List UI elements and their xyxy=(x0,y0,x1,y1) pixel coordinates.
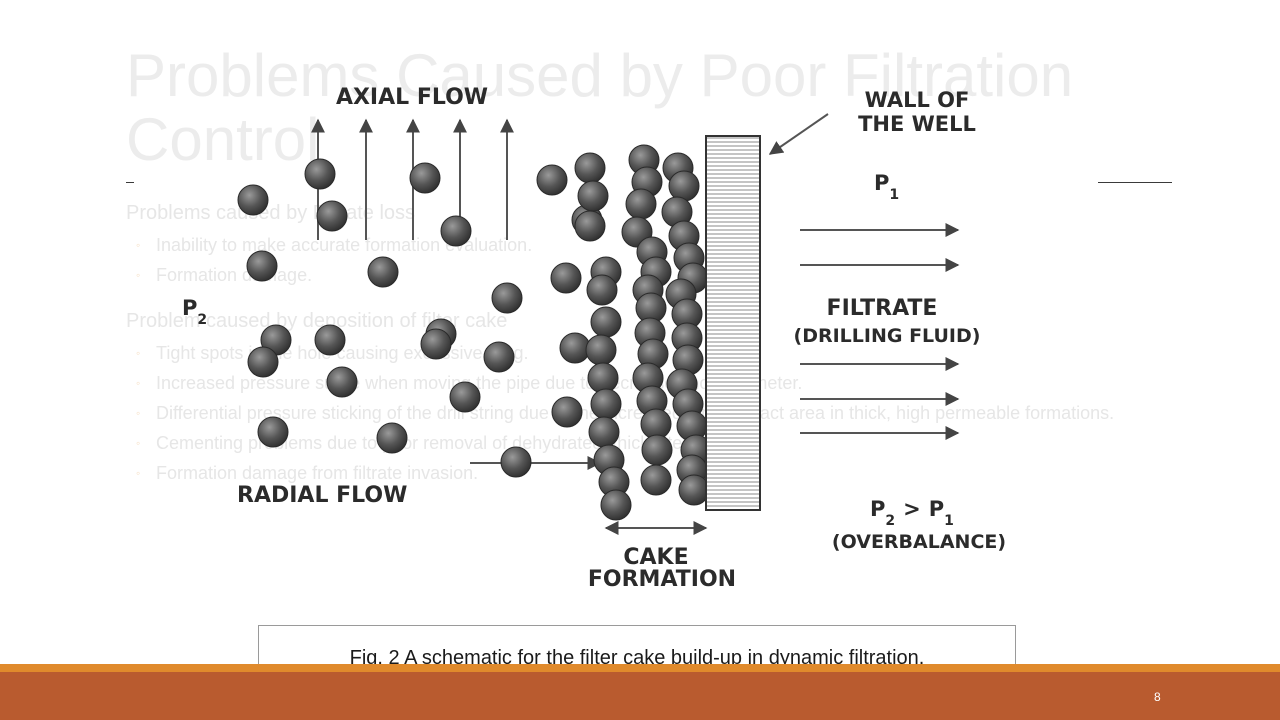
particle xyxy=(449,381,481,413)
particle xyxy=(500,446,532,478)
overbalance-label: (OVERBALANCE) xyxy=(832,531,1006,553)
title-rule-left xyxy=(126,182,134,183)
cake-label-line2: FORMATION xyxy=(588,567,736,592)
list-item-text: Formation damage from filtrate invasion. xyxy=(156,463,479,483)
particle xyxy=(257,416,289,448)
pressure-relation: P2>P1 xyxy=(870,497,954,529)
figure-caption: Fig. 2 A schematic for the filter cake b… xyxy=(349,647,925,669)
bullet-icon: ◦ xyxy=(136,376,141,390)
relation-greater-than: > xyxy=(903,497,921,521)
filtrate-label: FILTRATE xyxy=(827,296,938,321)
particle xyxy=(574,210,606,242)
bullet-icon: ◦ xyxy=(136,436,141,450)
particle xyxy=(326,366,358,398)
footer-accent-stripe xyxy=(0,664,1280,672)
particle xyxy=(588,416,620,448)
bullet-icon: ◦ xyxy=(136,238,141,252)
p1-subscript: 1 xyxy=(889,187,899,203)
particle xyxy=(577,180,609,212)
particle xyxy=(483,341,515,373)
list-item: ◦ Formation damage from filtrate invasion… xyxy=(126,460,1126,486)
particle xyxy=(640,464,672,496)
particle xyxy=(640,408,672,440)
p2-label: P2 xyxy=(182,296,207,328)
particle xyxy=(491,282,523,314)
particle xyxy=(376,422,408,454)
particle xyxy=(536,164,568,196)
page-number: 8 xyxy=(1154,690,1161,704)
particle xyxy=(625,188,657,220)
p1-letter: P xyxy=(874,171,889,195)
drilling-fluid-label: (DRILLING FLUID) xyxy=(794,325,981,347)
p2-subscript: 2 xyxy=(197,312,207,328)
list-item: ◦ Inability to make accurate formation ev… xyxy=(126,232,1126,258)
particle xyxy=(559,332,591,364)
particle xyxy=(237,184,269,216)
list-item-text: Inability to make accurate formation eva… xyxy=(156,235,533,255)
bullet-icon: ◦ xyxy=(136,406,141,420)
slide-title: Problems Caused by Poor Filtration Contr… xyxy=(126,42,1074,173)
particle xyxy=(587,362,619,394)
particles xyxy=(237,144,712,521)
wall-pointer-arrow xyxy=(768,113,829,155)
section-heading: Problem caused by deposition of filter c… xyxy=(126,310,508,332)
particle xyxy=(586,274,618,306)
title-rule-right xyxy=(1098,182,1172,183)
list-item-text: Differential pressure sticking of the dr… xyxy=(156,403,1115,423)
wall-label-line1: WALL OF xyxy=(865,88,970,112)
bullet-icon: ◦ xyxy=(136,268,141,282)
well-wall xyxy=(705,135,761,511)
particle xyxy=(367,256,399,288)
bullet-icon: ◦ xyxy=(136,346,141,360)
particle xyxy=(551,396,583,428)
particle xyxy=(440,215,472,247)
p1-label: P1 xyxy=(874,171,899,203)
particle xyxy=(600,489,632,521)
p2-letter: P xyxy=(182,296,197,320)
particle xyxy=(246,250,278,282)
particle xyxy=(678,474,710,506)
relation-p1-letter: P xyxy=(929,497,944,521)
particle xyxy=(409,162,441,194)
relation-p2-letter: P xyxy=(870,497,885,521)
slide-body: Problems caused by Filtrate loss ◦Inabil… xyxy=(126,198,1126,504)
list-item: ◦ Differential pressure sticking of the d… xyxy=(126,400,1126,426)
bullet-icon: ◦ xyxy=(136,466,141,480)
wall-label-line2: THE WELL xyxy=(858,112,976,136)
particle xyxy=(314,324,346,356)
particle xyxy=(420,328,452,360)
particle xyxy=(590,388,622,420)
footer-band xyxy=(0,672,1280,720)
particle xyxy=(668,170,700,202)
particle xyxy=(550,262,582,294)
particle xyxy=(574,152,606,184)
cake-label-line1: CAKE xyxy=(623,545,688,570)
particle xyxy=(641,434,673,466)
filtrate-arrows xyxy=(800,223,960,440)
particle xyxy=(316,200,348,232)
relation-p1-subscript: 1 xyxy=(944,513,954,529)
particle xyxy=(585,334,617,366)
particle xyxy=(247,346,279,378)
relation-p2-subscript: 2 xyxy=(885,513,895,529)
particle xyxy=(304,158,336,190)
particle xyxy=(590,306,622,338)
radial-flow-label: RADIAL FLOW xyxy=(237,483,407,508)
axial-flow-label: AXIAL FLOW xyxy=(336,85,488,110)
